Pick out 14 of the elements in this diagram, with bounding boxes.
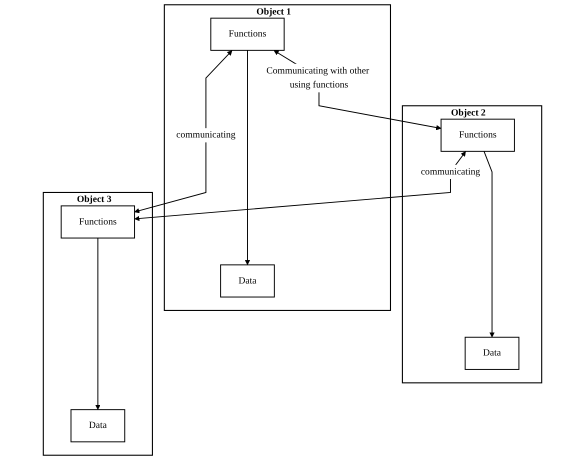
node-box: Functions [210, 18, 285, 51]
arrow [484, 150, 495, 338]
arrow [95, 238, 100, 410]
arrow [134, 50, 232, 214]
edge-label: Communicating with other using functions [266, 66, 370, 90]
node-box: Functions [60, 205, 136, 239]
node-box: Data [70, 409, 126, 442]
arrow [134, 151, 466, 222]
node-box: Data [220, 264, 275, 298]
node-box: Data [464, 336, 520, 370]
node-box: Functions [440, 118, 515, 152]
arrow [244, 50, 250, 266]
edge-label: communicating [420, 166, 480, 177]
edge-label: communicating [176, 130, 236, 140]
